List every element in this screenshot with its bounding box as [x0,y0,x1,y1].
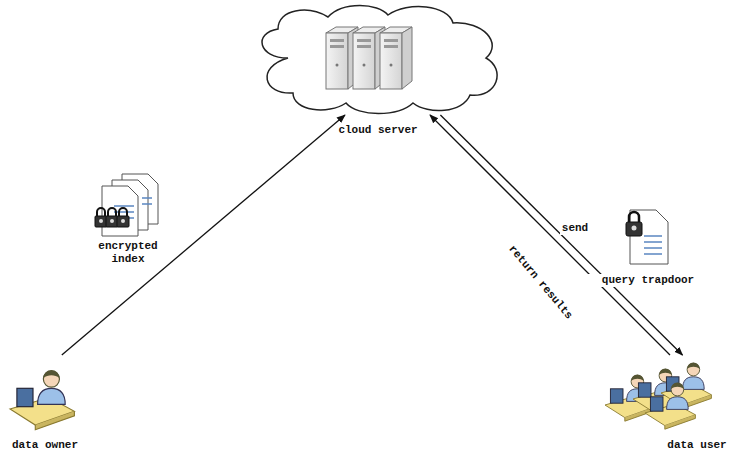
edge-label: send [560,222,590,235]
node-label: data user [667,439,726,452]
arrow-connector [440,115,682,355]
icon-caption: query trapdoor [586,274,710,287]
encrypted-document-icon [92,172,164,238]
node-label: cloud server [338,124,417,137]
user-workstation: data owner [5,355,85,454]
trapdoor-document-icon [622,206,674,268]
arrow-connector [430,115,670,355]
icon-caption: encrypted index [91,240,165,266]
arrow-connector [62,115,345,355]
user-workstation: data user [605,355,730,454]
node-label: data owner [12,439,78,452]
node-illustration [248,3,508,115]
cloud-server: cloud server [248,3,508,115]
edge-label: return results [504,241,576,323]
